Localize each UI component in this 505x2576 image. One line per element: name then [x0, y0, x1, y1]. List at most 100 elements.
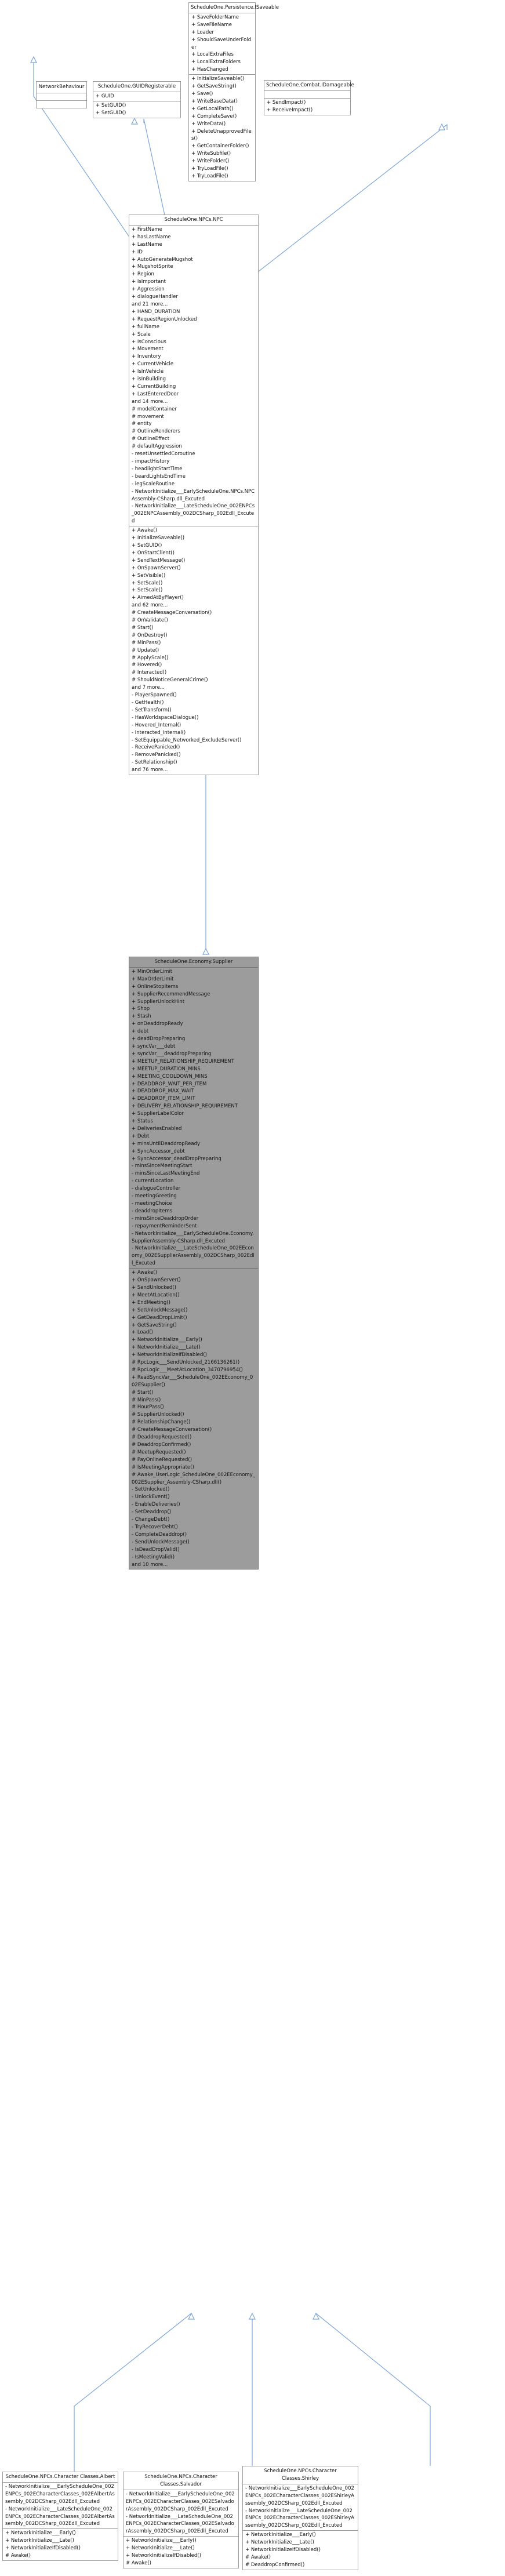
class-operation: # OnDestroy()	[132, 632, 168, 638]
class-operation: - EnableDeliveries()	[132, 1502, 180, 1508]
class-attribute: + DELIVERY_RELATIONSHIP_REQUIREMENT	[132, 1103, 238, 1110]
class-operation: - IsDeadDropValid()	[132, 1546, 180, 1553]
class-operation: - TryRecoverDebt()	[132, 1524, 178, 1530]
class-attribute: - resetUnsettledCoroutine	[132, 451, 195, 457]
class-node-networkbehaviour[interactable]: NetworkBehaviour	[36, 81, 87, 108]
class-title: ScheduleOne.Combat.IDamageable	[264, 81, 354, 91]
class-attribute: + Stash	[132, 1013, 151, 1020]
class-operation: + WriteBaseData()	[191, 98, 238, 104]
class-operation: + NetworkInitialize___Late()	[5, 2538, 74, 2544]
class-operation: # Start()	[132, 1389, 154, 1396]
attributes-section: - NetworkInitialize___EarlyScheduleOne_0…	[3, 2483, 118, 2530]
class-attribute: - meetingGreeting	[132, 1193, 177, 1200]
class-operation: - ChangeDebt()	[132, 1517, 170, 1523]
class-attribute: + DeliveriesEnabled	[132, 1125, 182, 1132]
class-operation: + OnStartClient()	[132, 550, 175, 556]
class-operation: # CreateMessageConversation()	[132, 1427, 212, 1433]
operations-section: + SetGUID()+ SetGUID()	[93, 101, 180, 118]
class-operation: # RpcLogic___SendUnlocked_2166136261()	[132, 1360, 240, 1366]
class-operation: + NetworkInitializeIfDisabled()	[245, 2547, 321, 2553]
class-node-supplier[interactable]: ScheduleOne.Economy.Supplier+ MinOrderLi…	[129, 957, 259, 1570]
class-attribute: + CurrentVehicle	[132, 361, 174, 368]
class-node-albert[interactable]: ScheduleOne.NPCs.Character Classes.Alber…	[2, 2472, 118, 2561]
class-operation: + GetLocalPath()	[191, 106, 234, 112]
class-attribute: + LocalExtraFolders	[191, 59, 241, 66]
class-attribute: - dialogueController	[132, 1186, 181, 1192]
class-node-idamageable[interactable]: ScheduleOne.Combat.IDamageable+ SendImpa…	[264, 80, 354, 115]
class-operation: + SetScale()	[132, 587, 163, 594]
class-node-shirley[interactable]: ScheduleOne.NPCs.Character Classes.Shirl…	[242, 2466, 358, 2570]
class-operation: # Awake()	[5, 2553, 31, 2559]
class-title: ScheduleOne.NPCs.Character Classes.Salva…	[123, 2472, 238, 2490]
class-operation: + NetworkInitialize___Late()	[245, 2539, 314, 2546]
class-attribute: + DEADDROP_ITEM_LIMIT	[132, 1096, 195, 1102]
class-attribute: + IsInVehicle	[132, 369, 164, 375]
class-operation: + WriteSubfile()	[191, 151, 231, 157]
class-operation: # Awake()	[126, 2560, 151, 2566]
class-node-isaveable[interactable]: ScheduleOne.Persistence.ISaveable+ SaveF…	[188, 2, 279, 181]
class-attribute: - NetworkInitialize___LateScheduleOne_00…	[5, 2506, 115, 2527]
class-node-npc[interactable]: ScheduleOne.NPCs.NPC+ FirstName+ hasLast…	[129, 215, 259, 776]
class-attribute: + hasLastName	[132, 234, 171, 240]
class-operation: - IsMeetingValid()	[132, 1554, 175, 1560]
class-attribute: - deaddropItems	[132, 1208, 173, 1214]
class-attribute: + syncVar___debt	[132, 1043, 176, 1049]
class-operation: + NetworkInitializeIfDisabled()	[126, 2553, 201, 2559]
class-operation: and 62 more...	[132, 602, 168, 609]
class-attribute: + debt	[132, 1029, 149, 1035]
class-operation: + SendTextMessage()	[132, 557, 186, 564]
class-node-guidregisterable[interactable]: ScheduleOne.GUIDRegisterable+ GUID+ SetG…	[93, 81, 181, 118]
class-title: ScheduleOne.Economy.Supplier	[129, 957, 258, 968]
attributes-section	[264, 91, 350, 99]
class-operation: + GetSaveString()	[132, 1322, 177, 1328]
class-operation: + NetworkInitializeIfDisabled()	[5, 2545, 81, 2552]
class-attribute: - beardLightsEndTime	[132, 473, 186, 479]
class-attribute: + Movement	[132, 346, 164, 353]
class-operation: + AimedAtByPlayer()	[132, 595, 184, 601]
class-attribute: + MEETUP_RELATIONSHIP_REQUIREMENT	[132, 1058, 234, 1064]
class-attribute: + MaxOrderLimit	[132, 976, 174, 982]
class-operation: + ReceiveImpact()	[267, 107, 313, 113]
class-operation: # DeaddropConfirmed()	[132, 1442, 191, 1448]
class-attribute: - NetworkInitialize___EarlyScheduleOne_0…	[5, 2483, 115, 2505]
class-operation: - GetHealth()	[132, 700, 164, 706]
class-operation: # MinPass()	[132, 1397, 161, 1403]
class-attribute: - headlightStartTime	[132, 466, 183, 472]
class-operation: + GetContainerFolder()	[191, 143, 249, 150]
class-operation: # DeaddropRequested()	[132, 1434, 192, 1441]
class-attribute: - NetworkInitialize___EarlyScheduleOne.E…	[132, 1230, 254, 1244]
class-attribute: + Scale	[132, 331, 151, 337]
class-title: ScheduleOne.Persistence.ISaveable	[189, 3, 279, 13]
class-attribute: + SupplierRecommendMessage	[132, 991, 210, 997]
class-attribute: + dialogueHandler	[132, 294, 178, 300]
class-attribute: + RequestRegionUnlocked	[132, 316, 197, 322]
class-attribute: + MugshotSprite	[132, 264, 173, 270]
class-attribute: - minsSinceLastMeetingEnd	[132, 1171, 200, 1177]
class-operation: # Hovered()	[132, 662, 162, 668]
attributes-section: + GUID	[93, 92, 180, 101]
class-operation: - SetRelationship()	[132, 760, 177, 766]
operations-section: + InitializeSaveable()+ GetSaveString()+…	[189, 75, 255, 181]
class-operation: + GetSaveString()	[191, 83, 237, 90]
class-operation: # OnValidate()	[132, 617, 168, 624]
class-operation: # CreateMessageConversation()	[132, 610, 212, 616]
class-attribute: + SaveFolderName	[191, 14, 239, 20]
class-attribute: + onDeaddropReady	[132, 1021, 183, 1027]
edge-supplier-to-shirley	[313, 2312, 431, 2466]
class-operation: # SupplierUnlocked()	[132, 1412, 184, 1418]
class-operation: + TryLoadFile()	[191, 166, 228, 172]
class-attribute: + SupplierUnlockHint	[132, 998, 185, 1005]
class-attribute: + LastEnteredDoor	[132, 391, 179, 397]
attributes-section: + FirstName+ hasLastName+ LastName+ ID+ …	[129, 226, 258, 527]
class-attribute: + DEADDROP_WAIT_PER_ITEM	[132, 1081, 207, 1087]
class-attribute: - minsSinceMeetingStart	[132, 1163, 192, 1169]
class-operation: and 7 more...	[132, 685, 165, 691]
class-attribute: + Aggression	[132, 286, 165, 293]
class-attribute: + ID	[132, 249, 143, 255]
class-title: ScheduleOne.NPCs.NPC	[129, 215, 258, 226]
attributes-section: - NetworkInitialize___EarlyScheduleOne_0…	[123, 2490, 238, 2537]
class-operation: - Interacted_Internal()	[132, 729, 186, 736]
class-node-salvador[interactable]: ScheduleOne.NPCs.Character Classes.Salva…	[123, 2472, 239, 2568]
class-operation: # ApplyScale()	[132, 655, 169, 661]
